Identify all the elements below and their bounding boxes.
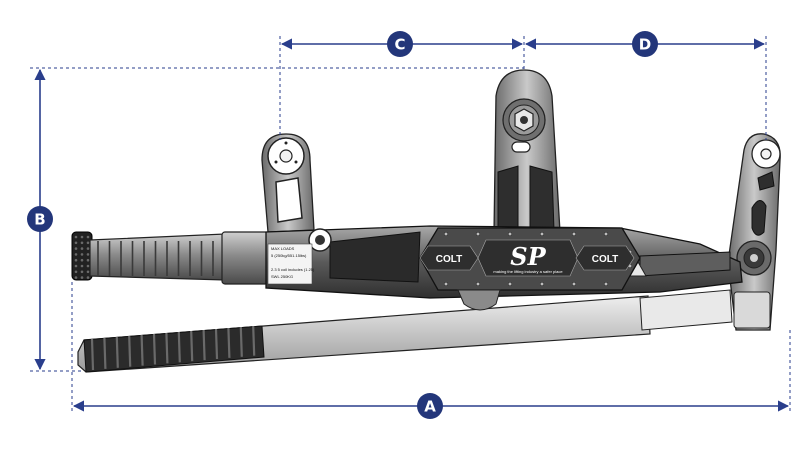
sp-logo: SP	[510, 242, 546, 271]
dimension-d-label: D	[639, 36, 651, 54]
rivet	[475, 281, 481, 287]
knurl-dot	[80, 264, 84, 268]
knurl-dot	[74, 270, 78, 274]
rivet	[539, 281, 545, 287]
knurl-dot	[80, 258, 84, 262]
load-label-line: SWL 250KG	[271, 274, 293, 279]
knurl-dot	[74, 276, 78, 279]
right-pivot-arm	[727, 133, 781, 331]
knurl-dot	[86, 264, 90, 268]
grip-rib	[214, 328, 219, 360]
knurl-dot	[74, 235, 78, 239]
load-label-line: MAX LOADS	[271, 246, 295, 251]
grip-rib	[165, 332, 169, 364]
rivet	[571, 281, 577, 287]
load-label: MAX LOADS 5 (250kg/551.15lbs) 2.3 5 coil i…	[271, 246, 315, 279]
rivet	[507, 231, 513, 237]
load-label-line: 5 (250kg/551.15lbs)	[271, 253, 307, 258]
rivet	[475, 231, 481, 237]
knurl-dot	[86, 247, 90, 250]
knurl-dot	[74, 258, 78, 262]
knurl-dot	[86, 235, 90, 239]
knurl-dot	[80, 253, 84, 256]
knurl-dot	[86, 253, 90, 256]
dimension-a-label: A	[424, 398, 436, 416]
dimension-b-label: B	[34, 211, 45, 229]
rivet	[443, 281, 449, 287]
dimension-c-label: C	[394, 36, 405, 54]
grip-rib	[152, 333, 157, 365]
grip-rib	[227, 327, 231, 358]
grip-rib	[252, 325, 256, 356]
dimension-badge-b: B	[27, 206, 53, 232]
knurl-dot	[80, 235, 84, 239]
rivet	[443, 231, 449, 237]
knurl-dot	[86, 270, 90, 274]
grip-rib	[190, 330, 194, 362]
dimension-badge-d: D	[632, 31, 658, 57]
knurl-dot	[80, 270, 84, 274]
grip-rib	[177, 331, 181, 363]
rivet	[603, 231, 609, 237]
grip-rib	[140, 334, 144, 366]
grip-rib	[115, 336, 119, 368]
grip-rib	[90, 338, 95, 371]
grip-rib	[202, 329, 206, 361]
brand-plate-right-text: COLT	[592, 254, 618, 265]
knurl-dot	[86, 258, 90, 262]
rivet	[507, 281, 513, 287]
load-label-line: 2.3 5 coil includes (1.25)	[271, 267, 315, 272]
brand-plate-left-text: COLT	[436, 254, 462, 265]
left-bracket	[261, 133, 315, 233]
main-body: COLT COLT SP making the lifting industry…	[265, 225, 743, 311]
knurl-dot	[80, 247, 84, 250]
handle-grip-ribs	[97, 241, 214, 276]
knurl-dot	[80, 241, 84, 245]
product-tagline: making the lifting industry a safer plac…	[493, 269, 563, 274]
grip-rib	[128, 335, 132, 367]
dimension-badge-a: A	[417, 393, 443, 419]
extension-grip-ribs	[90, 325, 256, 371]
grip-rib	[239, 326, 243, 357]
knurl-dot	[74, 253, 78, 256]
knurl-dot	[86, 241, 90, 245]
knurl-dot	[74, 264, 78, 268]
rivet	[539, 231, 545, 237]
main-handle	[71, 231, 269, 285]
rivet	[603, 281, 609, 287]
grip-rib	[103, 337, 107, 369]
dimension-badge-c: C	[387, 31, 413, 57]
extension-bar	[77, 289, 733, 373]
knurl-dot	[80, 276, 84, 279]
knurl-dot	[74, 241, 78, 245]
top-bracket	[493, 69, 561, 233]
handle-knurl	[74, 235, 90, 279]
knurl-dot	[74, 247, 78, 250]
rivet	[571, 231, 577, 237]
knurl-dot	[86, 276, 90, 279]
